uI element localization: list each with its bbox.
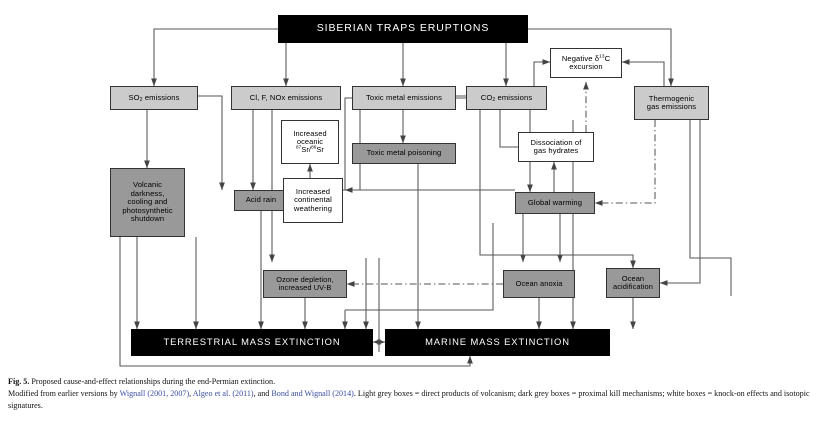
caption-sep-2: , and [253,389,272,399]
edge-siberian-thermogenic [528,28,674,87]
node-co2-emissions[interactable]: CO2 emissions [466,86,547,110]
edge-thermogenic-d13c [621,59,665,86]
node-label: TERRESTRIAL MASS EXTINCTION [163,336,341,348]
node-label: CO2 emissions [480,92,533,103]
node-cl-f-nox-emissions[interactable]: Cl, F, NOx emissions [231,86,341,110]
citation-link-wignall[interactable]: Wignall (2001, 2007) [119,389,190,399]
node-label: Toxic metal emissions [366,92,442,102]
citation-link-algeo[interactable]: Algeo et al. (2011) [192,389,254,399]
caption-title-text: Proposed cause-and-effect relationships … [29,377,276,386]
figure-caption: Fig. 5. Proposed cause-and-effect relati… [8,376,832,412]
node-label: Ocean anoxia [515,278,563,288]
node-marine-mass-extinction[interactable]: MARINE MASS EXTINCTION [385,329,610,356]
node-label: Acid rain [245,195,277,205]
node-toxic-metal-emissions[interactable]: Toxic metal emissions [352,86,456,110]
node-global-warming[interactable]: Global warming [515,192,595,214]
node-toxic-metal-poisoning[interactable]: Toxic metal poisoning [352,143,456,164]
edge-loop-bottom [119,237,473,367]
caption-modified-text: Modified from earlier versions by [8,389,120,399]
edge-thermogenic-acidification [659,120,701,286]
node-ocean-anoxia[interactable]: Ocean anoxia [503,270,575,298]
edge-globalwarm-terrestrial-run [345,223,494,311]
node-acid-rain[interactable]: Acid rain [234,190,288,211]
caption-line-1: Fig. 5. Proposed cause-and-effect relati… [8,376,832,388]
node-ozone-depletion-increased-uvb[interactable]: Ozone depletion,increased UV-B [263,270,347,298]
node-siberian-traps-eruptions[interactable]: SIBERIAN TRAPS ERUPTIONS [278,15,528,43]
edge-siberian-so2 [151,28,278,87]
node-label: MARINE MASS EXTINCTION [425,336,570,348]
caption-legend-text: . Light grey boxes = direct products of … [8,389,810,411]
node-label: SIBERIAN TRAPS ERUPTIONS [316,22,490,35]
connector-layer [119,28,732,367]
edge-co2-acidification [479,110,636,269]
edge-right-run [689,120,732,296]
node-label: Ozone depletion,increased UV-B [276,274,334,292]
caption-line-2: Modified from earlier versions by Wignal… [8,388,832,412]
edge-so2-acidrain [198,95,225,191]
caption-sep-1: , [189,389,193,399]
node-terrestrial-mass-extinction[interactable]: TERRESTRIAL MASS EXTINCTION [131,329,373,356]
node-label: Toxic metal poisoning [366,148,442,158]
node-label: SO2 emissions [128,92,180,103]
node-label: Cl, F, NOx emissions [249,92,323,102]
edge-thermogenic-globalwarm [594,120,656,206]
node-so2-emissions[interactable]: SO2 emissions [110,86,198,110]
caption-figure-label: Fig. 5. [8,377,30,386]
node-label: Global warming [527,197,583,207]
edge-warming-weather-a [344,97,515,190]
citation-link-bond-wignall[interactable]: Bond and Wignall (2014) [271,389,354,399]
